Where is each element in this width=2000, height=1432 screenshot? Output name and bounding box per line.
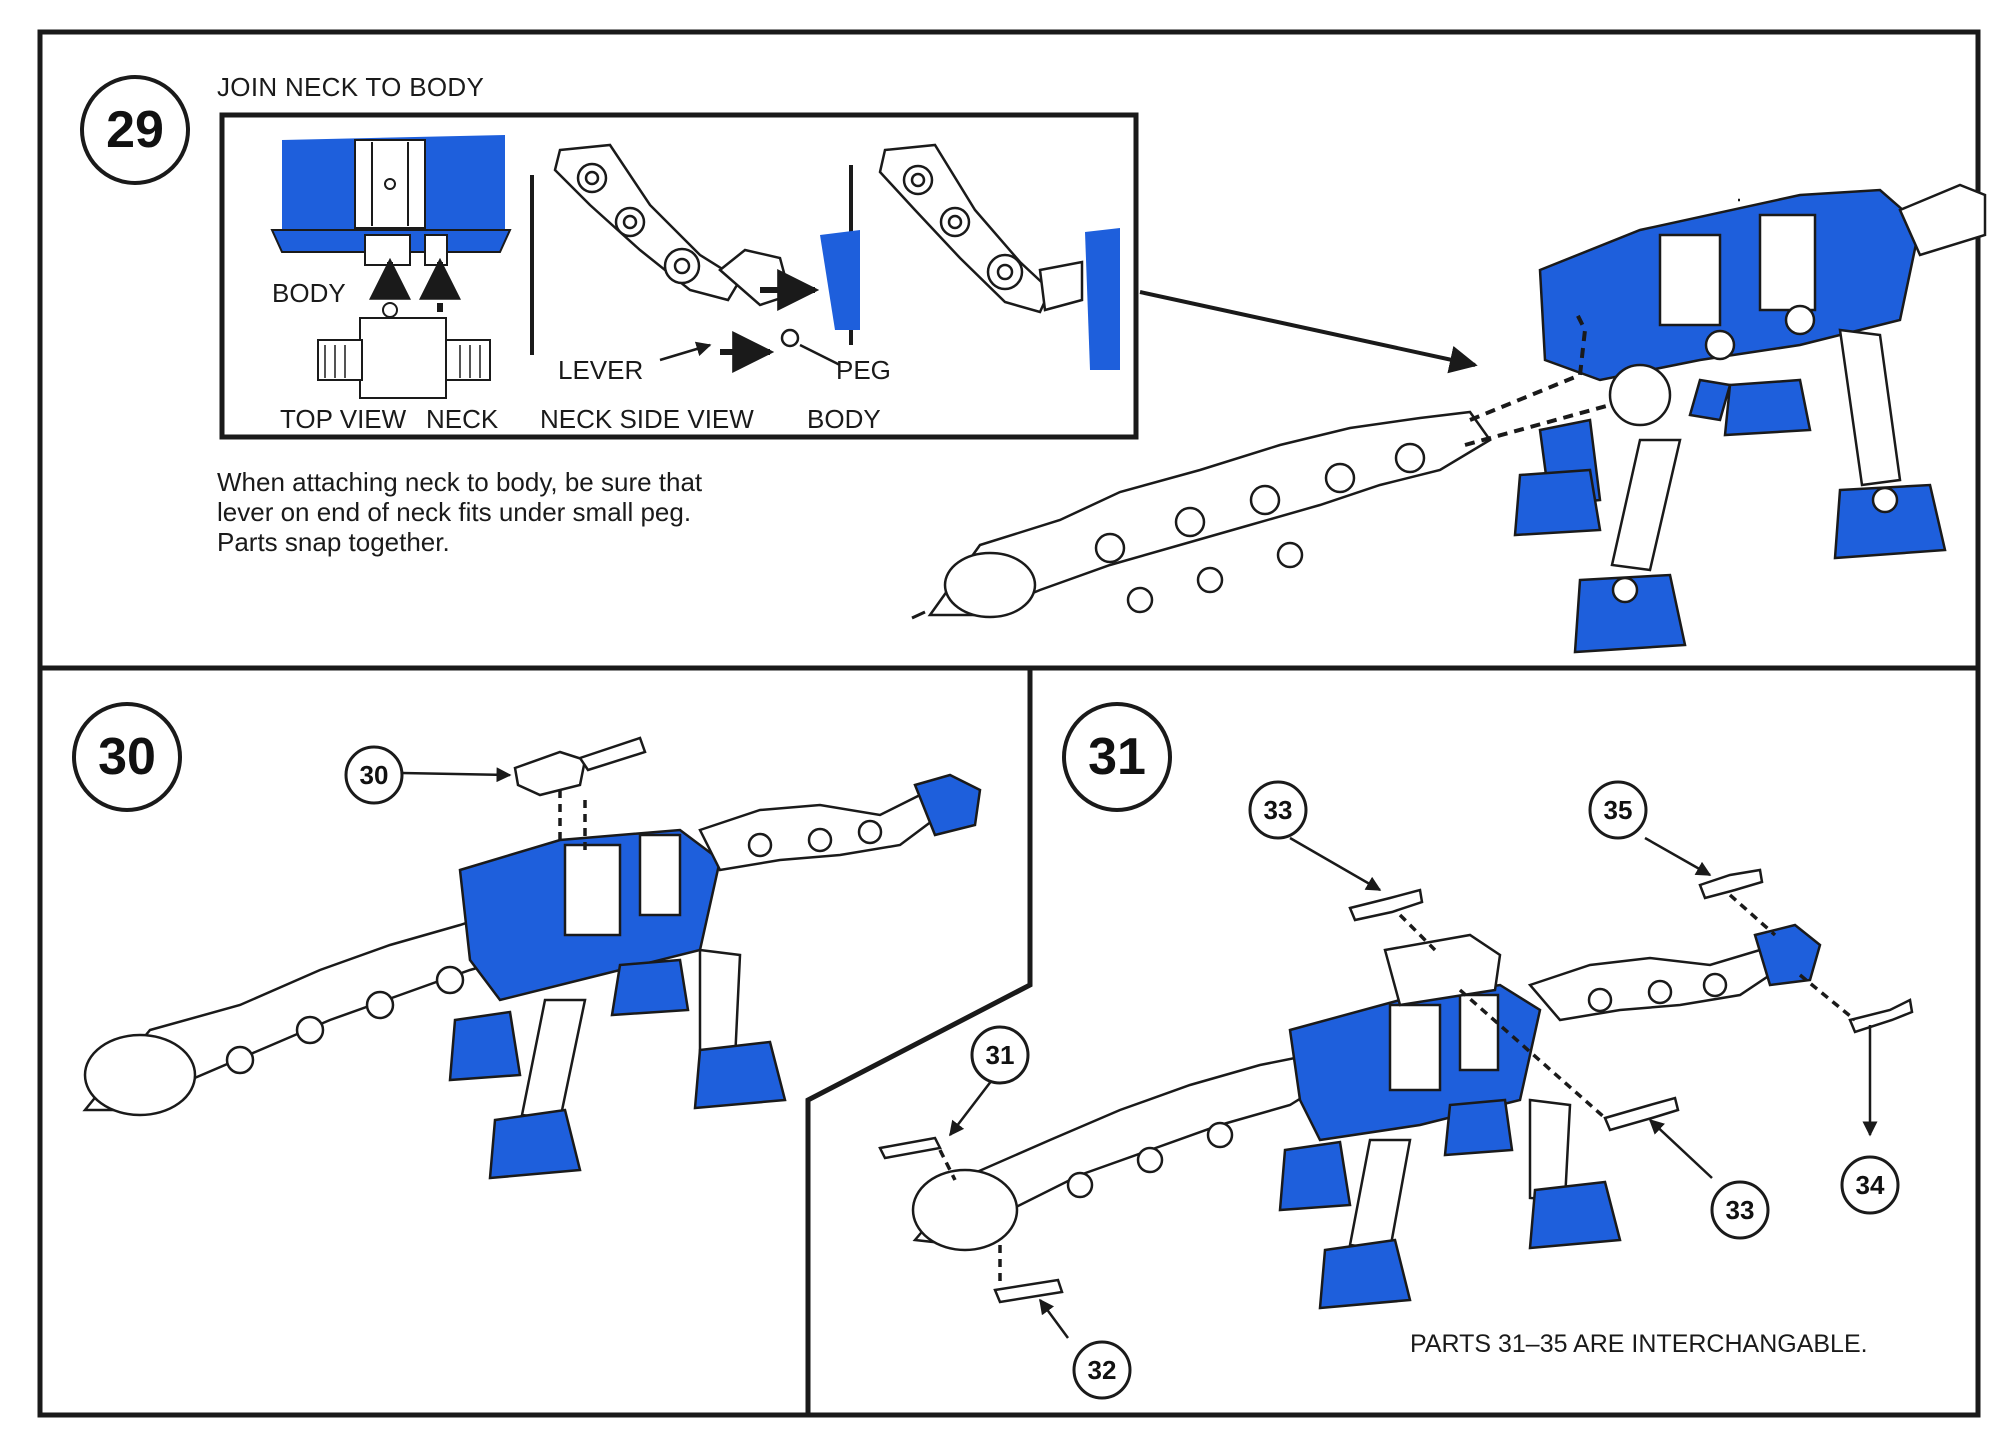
label-lever: LEVER	[558, 355, 644, 385]
step-29-number: 29	[106, 101, 164, 159]
callout-part-32: 32	[1087, 1355, 1117, 1385]
interchangeable-note: PARTS 31–35 ARE INTERCHANGABLE.	[1410, 1330, 1868, 1358]
callout-circles	[344, 745, 1900, 1400]
label-top-view: TOP VIEW	[280, 404, 407, 434]
label-neck: NECK	[426, 404, 499, 434]
label-body-top: BODY	[272, 278, 346, 308]
callout-part-34: 34	[1855, 1170, 1885, 1200]
callout-part-35: 35	[1603, 795, 1633, 825]
neck-side-view-diagram	[553, 143, 860, 373]
panel-frames	[37, 29, 1981, 1418]
label-body: BODY	[807, 404, 881, 434]
step-30-number: 30	[98, 728, 156, 786]
step31-robot-figure	[878, 198, 1914, 1339]
step30-robot-figure	[82, 736, 982, 1180]
callout-part-30: 30	[359, 760, 389, 790]
step-31-number: 31	[1088, 728, 1146, 786]
callout-part-31: 31	[985, 1040, 1015, 1070]
callout-part-33-upper: 33	[1263, 795, 1293, 825]
step-29-title: JOIN NECK TO BODY	[217, 72, 485, 102]
label-peg: PEG	[836, 355, 891, 385]
step-29-instructions: When attaching neck to body, be sure tha…	[217, 467, 703, 557]
label-neck-side-view: NECK SIDE VIEW	[540, 404, 754, 434]
callout-part-33-lower: 33	[1725, 1195, 1755, 1225]
step29-robot-figure	[911, 183, 1987, 654]
step-badges	[72, 75, 1172, 812]
top-view-diagram	[270, 135, 512, 399]
body-side-view-diagram	[878, 143, 1120, 370]
